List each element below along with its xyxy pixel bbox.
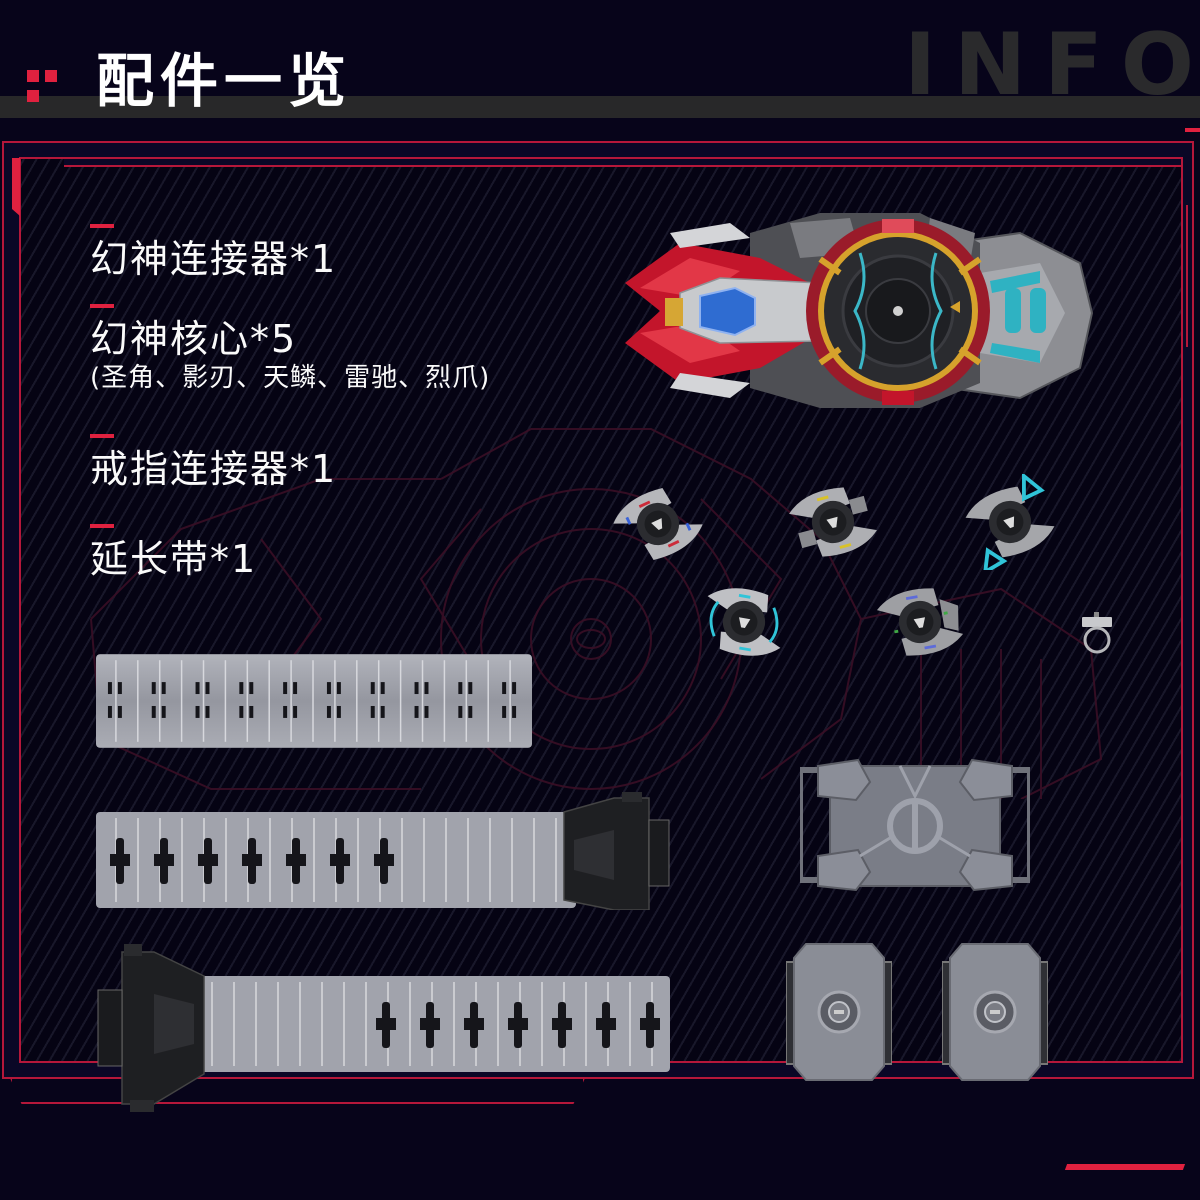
- red-dash-marker: [90, 224, 114, 228]
- core-image-blue-green: [876, 588, 964, 656]
- accessory-label: 幻神连接器*1: [90, 237, 338, 281]
- title-mark-icon: [27, 70, 63, 110]
- accessory-label: 延长带*1: [90, 537, 258, 581]
- belt-loop-left-image: [786, 943, 892, 1081]
- belt-buckle-image: [800, 758, 1030, 892]
- belt-strap-right-image: [96, 792, 670, 910]
- core-image-red: [613, 488, 703, 560]
- core-set: [600, 470, 1055, 690]
- info-watermark: INFO: [904, 15, 1200, 115]
- corner-tick: [1185, 128, 1200, 132]
- accessory-variants: (圣角、影刃、天鳞、雷驰、烈爪): [90, 363, 491, 393]
- accessory-label: 幻神核心*5: [90, 317, 298, 361]
- list-item: 戒指连接器*1: [90, 434, 337, 492]
- left-accent-bar: [12, 158, 20, 216]
- header-bar: [0, 96, 1200, 118]
- list-item: 幻神核心*5 (圣角、影刃、天鳞、雷驰、烈爪): [90, 304, 490, 394]
- core-image-cyan-wave: [707, 588, 781, 656]
- connector-device-image: [625, 213, 1094, 408]
- list-item: 延长带*1: [90, 524, 257, 582]
- accessory-label: 戒指连接器*1: [90, 447, 338, 491]
- red-dash-marker: [90, 304, 114, 308]
- list-item: 幻神连接器*1: [90, 224, 337, 282]
- page-title: 配件一览: [96, 47, 353, 115]
- red-dash-marker: [90, 434, 114, 438]
- red-dash-marker: [90, 524, 114, 528]
- core-image-cyan-crystal: [965, 474, 1055, 570]
- extension-strap-image: [96, 654, 533, 748]
- bottom-accent-bar: [1064, 1164, 1186, 1170]
- panel-top-notch: [64, 159, 1181, 167]
- belt-strap-left-image: [97, 944, 670, 1112]
- core-image-yellow: [789, 487, 877, 557]
- ring-connector-image: [1082, 612, 1112, 654]
- belt-loop-right-image: [942, 943, 1048, 1081]
- frame-right-tab: [1186, 205, 1194, 347]
